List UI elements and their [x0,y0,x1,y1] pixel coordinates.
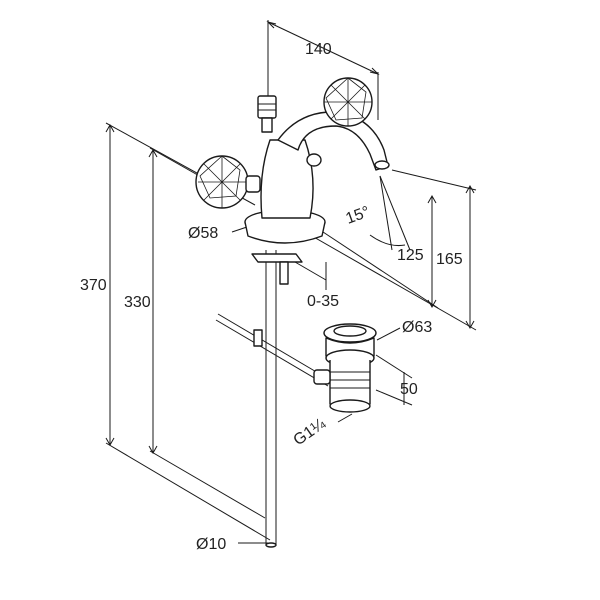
label-height-370: 370 [80,277,107,294]
right-handle [323,77,373,127]
label-rod-diameter: Ø10 [196,536,226,553]
label-outlet-165: 165 [436,251,463,268]
label-waste-height: 50 [400,381,418,398]
left-handle [195,155,261,209]
faucet [215,95,390,548]
label-height-330: 330 [124,294,151,311]
label-waste-diameter: Ø63 [402,319,432,336]
label-deck-range: 0-35 [307,293,339,310]
label-spout-125: 125 [397,247,424,264]
label-angle-15: 15° [344,204,373,228]
dimension-labels: 140 370 330 15° 125 165 Ø58 0-35 Ø63 50 … [80,41,463,553]
label-thread: G1¼ [291,415,330,449]
label-base-diameter: Ø58 [188,225,218,242]
label-width-140: 140 [305,41,332,58]
dimension-lines [105,20,477,544]
waste-drain [313,323,377,413]
